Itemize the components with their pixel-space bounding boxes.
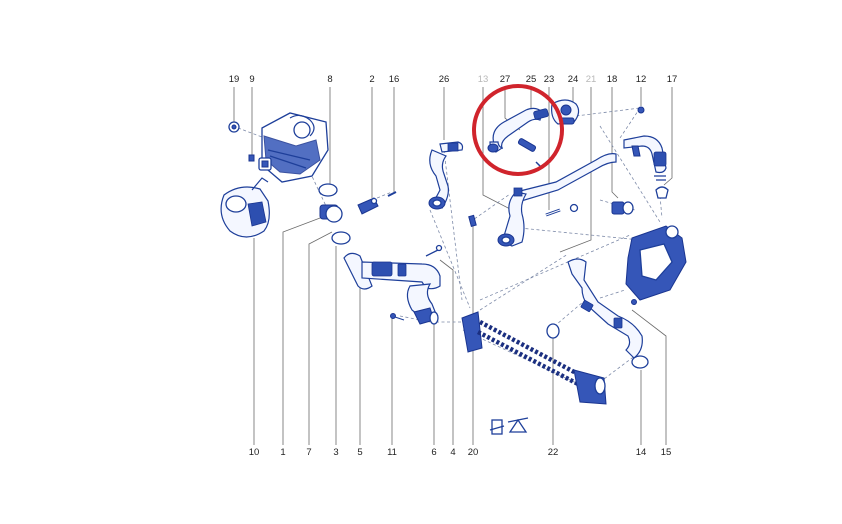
part-13-hose (497, 153, 617, 247)
part-20-bolt (468, 214, 477, 227)
part-label-12: 12 (636, 74, 647, 85)
part-label-3: 3 (333, 447, 338, 458)
part-label-14: 14 (636, 447, 647, 458)
part-27-turbo-hose (487, 107, 549, 153)
part-label-13: 13 (478, 74, 489, 85)
part-21-nut (569, 203, 579, 213)
part-label-22: 22 (548, 447, 559, 458)
part-label-8: 8 (327, 74, 332, 85)
part-4-bolt (425, 244, 443, 257)
part-label-21: 21 (586, 74, 597, 85)
part-9-screw (248, 154, 272, 171)
part-label-23: 23 (544, 74, 555, 85)
part-label-19: 19 (229, 74, 240, 85)
part-label-1: 1 (280, 447, 285, 458)
part-11-bolt (390, 313, 405, 321)
part-1-air-flow-meter (318, 183, 343, 223)
part-14-clamp (631, 355, 649, 369)
part-label-11: 11 (387, 447, 397, 458)
part-label-25: 25 (526, 74, 537, 85)
assembly-lines (237, 107, 663, 395)
part-10-intake-duct (220, 177, 270, 238)
part-18-valve (611, 201, 634, 215)
part-label-24: 24 (568, 74, 579, 85)
part-label-26: 26 (439, 74, 450, 85)
part-label-4: 4 (450, 447, 455, 458)
part-23-pin (545, 208, 561, 217)
part-12-nut (637, 106, 645, 114)
highlight-circle (472, 84, 564, 176)
part-22-clamp (546, 323, 560, 339)
turbo-manifold (625, 225, 687, 305)
part-label-27: 27 (500, 74, 511, 85)
intercooler (461, 311, 607, 405)
part-label-20: 20 (468, 447, 479, 458)
part-label-9: 9 (249, 74, 254, 85)
leader-lines (233, 87, 673, 445)
part-16-screw (387, 191, 397, 197)
part-label-6: 6 (431, 447, 436, 458)
part-24-turbo-connector (551, 99, 580, 125)
part-2-sensor (357, 197, 379, 215)
part-17-hose-elbow (623, 135, 669, 199)
part-label-16: 16 (389, 74, 400, 85)
part-label-15: 15 (661, 447, 672, 458)
bottom-labels: 10 1 7 3 5 11 6 4 20 22 14 15 (249, 447, 672, 458)
part-8-air-filter-housing (261, 112, 329, 183)
part-19-grommet (228, 121, 240, 133)
part-label-17: 17 (667, 74, 678, 85)
part-label-2: 2 (369, 74, 374, 85)
part-25-clamp (517, 138, 543, 169)
part-6-o-ring (429, 311, 439, 325)
part-15-lower-hose (567, 258, 643, 359)
top-labels: 19 9 8 2 16 26 13 27 25 23 24 21 18 12 1… (229, 74, 678, 85)
clamp-detail-icons (489, 417, 529, 435)
part-26-air-hose (428, 141, 464, 210)
part-label-10: 10 (249, 447, 260, 458)
part-label-5: 5 (357, 447, 362, 458)
part-label-18: 18 (607, 74, 618, 85)
part-7-clamp (331, 231, 351, 245)
part-label-7: 7 (306, 447, 311, 458)
